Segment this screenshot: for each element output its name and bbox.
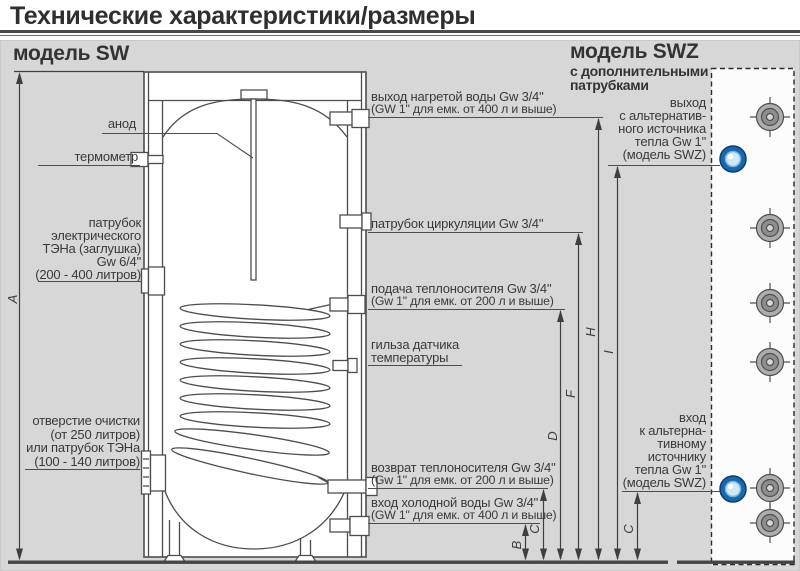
- title-rule-thick: [0, 30, 800, 33]
- anode-rod: [240, 89, 268, 281]
- electric-heater-port: [140, 266, 166, 296]
- swz-panel-header: модель SWZ: [570, 40, 699, 63]
- dimension-lines: [14, 70, 641, 561]
- label-cold-water-inlet: вход холодной воды Gw 3/4" (GW 1" для ем…: [371, 495, 557, 522]
- port-heat-supply: [329, 294, 366, 315]
- cleaning-port: [140, 450, 167, 495]
- page-title: Технические характеристики/размеры: [10, 2, 476, 30]
- dimension-letter-i: I: [601, 350, 616, 354]
- port-cold-water-inlet: [329, 515, 370, 537]
- swz-panel-subheader-2: патрубками: [570, 77, 649, 93]
- port-heat-return: [327, 476, 378, 497]
- label-circulation: патрубок циркуляции Gw 3/4": [371, 216, 544, 231]
- label-alt-heat-outlet: выход с альтернатив- ного источника тепл…: [618, 95, 706, 162]
- sw-panel-header: модель SW: [13, 42, 130, 65]
- title-rule-thin: [0, 35, 800, 37]
- dimension-letter-c: C: [527, 524, 542, 534]
- dimension-letter-d: D: [545, 431, 560, 441]
- dimension-letter-h: H: [583, 327, 598, 337]
- thermometer-port: [130, 151, 164, 168]
- ground-line: [8, 560, 795, 564]
- dimension-letter-a: A: [5, 294, 20, 304]
- diagram-panel: [0, 40, 800, 571]
- label-temp-sensor: гильза датчика температуры: [371, 337, 460, 365]
- dimension-line-c: [540, 489, 547, 561]
- label-hot-water-outlet: выход нагретой воды Gw 3/4" (GW 1" для е…: [371, 89, 557, 116]
- label-alt-heat-inlet: вход к альтерна- тивному источнику тепла…: [622, 410, 707, 490]
- alt-heat-port-icon: [719, 475, 747, 503]
- tank-drawing: [130, 71, 378, 564]
- tank-bottom-dome: [162, 485, 348, 550]
- dimension-line-a: [16, 72, 23, 561]
- dimension-letter-c2: C: [621, 524, 636, 534]
- label-thermometer: термометр: [74, 149, 138, 164]
- dimension-line-d: [557, 310, 564, 561]
- port-circulation: [339, 212, 372, 231]
- dimension-line-i: [614, 166, 621, 561]
- label-electric-heater: патрубок электрического ТЭНа (заглушка) …: [35, 215, 141, 282]
- dimension-letter-f: F: [563, 390, 578, 398]
- dimension-letter-b: B: [509, 540, 524, 550]
- label-heat-return: возврат теплоносителя Gw 3/4" (Gw 1" для…: [371, 460, 556, 487]
- label-heat-supply: подача теплоносителя Gw 3/4" (Gw 1" для …: [371, 281, 554, 308]
- port-temp-sensor-sleeve: [332, 357, 358, 374]
- leader-anode: [102, 132, 254, 159]
- dimension-line-c2: [634, 492, 641, 561]
- leader-lines: [25, 116, 720, 525]
- dimension-line-f: [575, 233, 582, 561]
- coil-heat-exchanger: [171, 303, 335, 487]
- label-cleaning: отверстие очистки (от 250 литров) или па…: [26, 413, 140, 469]
- dimension-line-h: [595, 118, 602, 561]
- port-hot-water-outlet: [329, 108, 370, 129]
- dimension-line-b: [522, 524, 529, 561]
- swz-panel-subheader-1: с дополнительными: [570, 63, 709, 79]
- alt-heat-port-icon: [719, 145, 747, 173]
- label-anode: анод: [107, 116, 136, 131]
